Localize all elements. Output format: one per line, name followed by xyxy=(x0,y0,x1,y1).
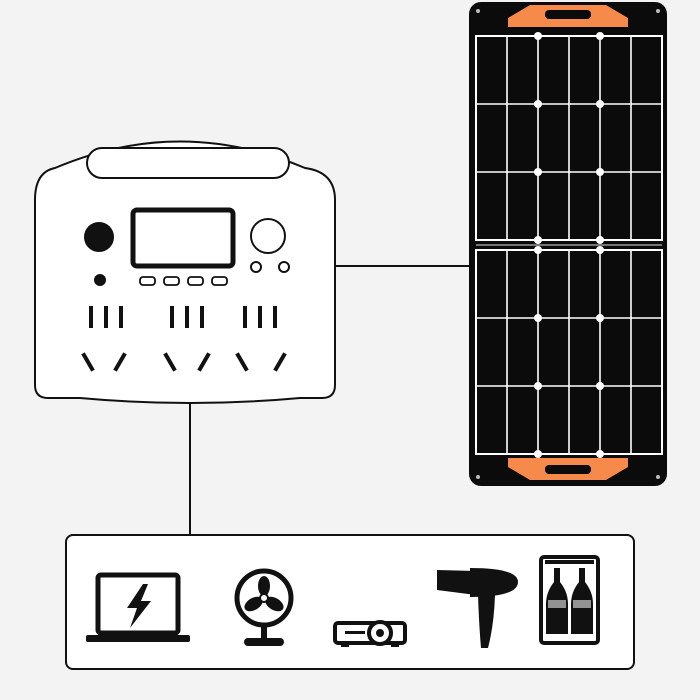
ac-outlet-group-3 xyxy=(235,306,287,372)
carry-handle-bottom-icon xyxy=(508,458,628,480)
solar-cell-junction-dot xyxy=(534,32,542,40)
outlet-slot-icon xyxy=(197,352,211,372)
power-station-body xyxy=(34,140,336,404)
solar-cell-junction-dot xyxy=(596,236,604,244)
outlet-slot-icon xyxy=(235,352,249,372)
outlet-slot-icon xyxy=(258,306,262,328)
power-station-icon xyxy=(34,140,336,404)
solar-cell-grid xyxy=(476,246,662,458)
carry-handle-top-icon xyxy=(508,5,628,27)
grommet-icon xyxy=(476,9,480,13)
dc-port-left-icon xyxy=(250,261,262,273)
appliances-box xyxy=(65,534,635,670)
bottle-label xyxy=(548,600,566,608)
power-station-handle xyxy=(86,147,290,179)
outlet-slot-icon xyxy=(185,306,189,328)
hair-dryer-handle xyxy=(478,595,495,648)
grommet-icon xyxy=(656,9,660,13)
outlet-slot-icon xyxy=(113,352,127,372)
outlet-slot-icon xyxy=(200,306,204,328)
dc-port-right-icon xyxy=(278,261,290,273)
fan-stand xyxy=(261,625,267,638)
outlet-slot-icon xyxy=(119,306,123,328)
outlet-slot-icon xyxy=(170,306,174,328)
solar-panel-grommets xyxy=(476,9,660,479)
fan-hub xyxy=(259,593,269,603)
outlet-slot-icon xyxy=(273,306,277,328)
solar-cell-junction-dot xyxy=(534,100,542,108)
hair-dryer-icon xyxy=(437,568,518,648)
desk-fan-icon xyxy=(234,568,294,646)
outlet-slot-icon xyxy=(81,352,95,372)
outlet-slot-icon xyxy=(89,306,93,328)
appliances-panel xyxy=(65,534,635,670)
grommet-icon xyxy=(476,475,480,479)
solar-cell-junction-dot xyxy=(534,168,542,176)
solar-panel-top-section xyxy=(475,32,663,244)
solar-cell-junction-dot xyxy=(534,314,542,322)
usb-ports xyxy=(139,276,228,286)
grommet-icon xyxy=(656,475,660,479)
solar-panel-icon xyxy=(469,2,667,486)
usb-port-icon xyxy=(211,276,228,286)
ac-outlet-group-2 xyxy=(163,306,211,372)
ac-outlets xyxy=(81,306,287,372)
usb-port-icon xyxy=(187,276,204,286)
solar-cell-junction-dot xyxy=(534,236,542,244)
bottle-label xyxy=(573,600,591,608)
projector-vent xyxy=(345,631,365,634)
solar-cell-junction-dot xyxy=(596,314,604,322)
solar-cell-junction-dot xyxy=(596,100,604,108)
fan-base xyxy=(244,638,284,646)
mini-fridge-with-bottles-icon xyxy=(539,555,600,645)
solar-cell-junction-dot xyxy=(596,246,604,254)
outlet-slot-icon xyxy=(163,352,177,372)
solar-cell-grid xyxy=(476,32,662,244)
fan-blade xyxy=(244,596,263,612)
outlet-slot-icon xyxy=(243,306,247,328)
handle-grip-top xyxy=(545,10,591,19)
usb-port-icon xyxy=(163,276,180,286)
laptop-charging-icon xyxy=(86,572,190,642)
solar-cell-junction-dot xyxy=(596,450,604,458)
outlet-slot-icon xyxy=(273,352,287,372)
projector-foot xyxy=(341,643,349,647)
hair-dryer-nozzle xyxy=(437,570,476,595)
solar-cell-junction-dot xyxy=(534,450,542,458)
lightning-bolt-icon xyxy=(127,584,151,628)
fan-blade xyxy=(258,576,270,596)
solar-cell-junction-dot xyxy=(534,246,542,254)
fan-blade xyxy=(265,596,284,612)
power-button-icon xyxy=(84,222,114,252)
solar-panel-bottom-section xyxy=(475,246,663,458)
solar-cell-junction-dot xyxy=(596,32,604,40)
connection-lines xyxy=(189,265,470,535)
lcd-screen-frame xyxy=(130,207,236,269)
ac-socket-icon xyxy=(250,218,286,254)
laptop-base xyxy=(86,635,190,642)
projector-lens-inner xyxy=(376,629,384,637)
handle-grip-bottom xyxy=(545,465,591,474)
fridge-shelf xyxy=(545,560,594,564)
hair-dryer-body xyxy=(470,568,518,597)
solar-cell-junction-dot xyxy=(534,382,542,390)
outlet-slot-icon xyxy=(104,306,108,328)
solar-cell-junction-dot xyxy=(596,382,604,390)
projector-icon xyxy=(333,620,407,647)
indicator-light-icon xyxy=(94,274,106,286)
projector-foot xyxy=(391,643,399,647)
usb-port-icon xyxy=(139,276,156,286)
solar-cell-junction-dot xyxy=(596,168,604,176)
ac-outlet-group-1 xyxy=(81,306,127,372)
